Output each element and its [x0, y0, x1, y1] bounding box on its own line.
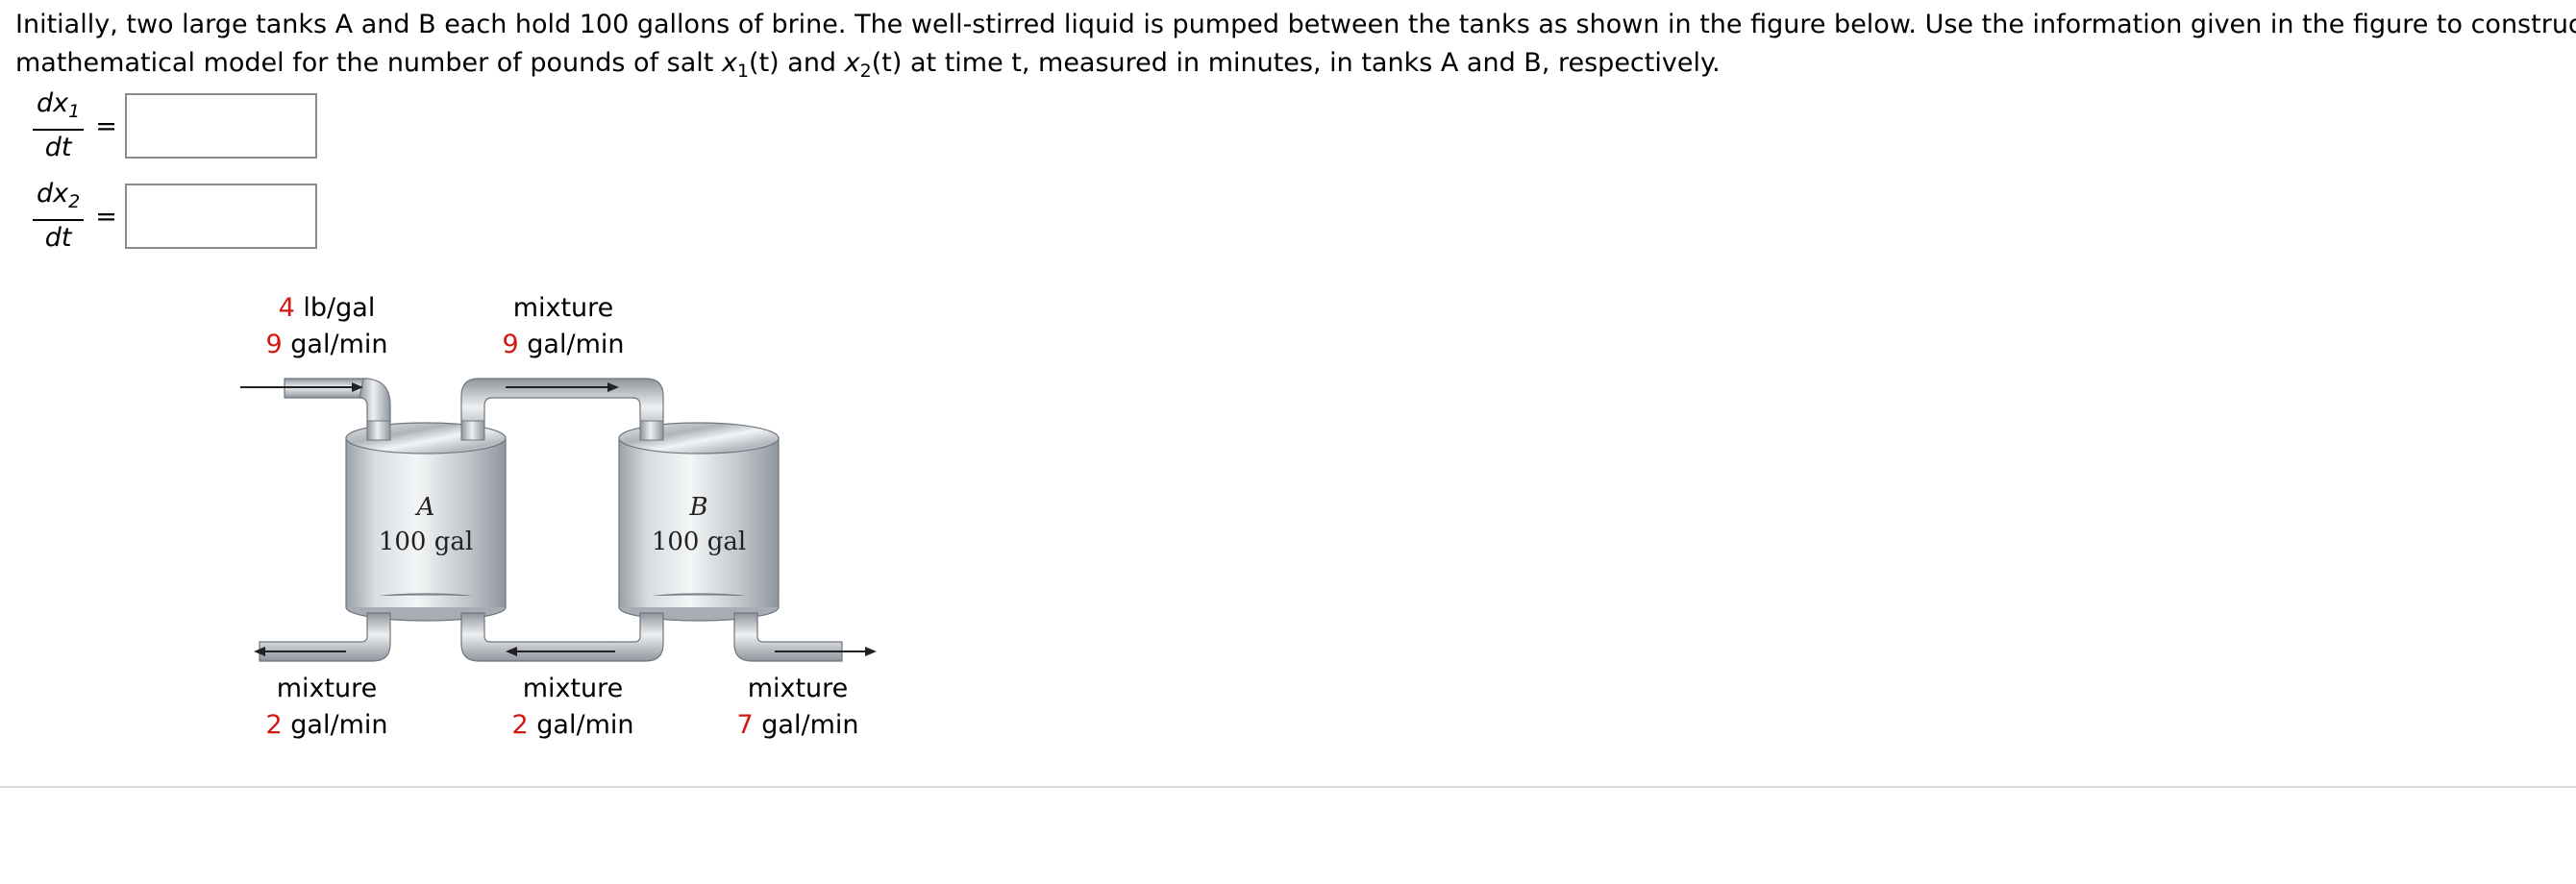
tank-b-name: B	[688, 493, 707, 522]
a-to-b-rate-value: 9	[502, 330, 519, 359]
problem-line-1: Initially, two large tanks A and B each …	[15, 10, 2576, 39]
equation-row-1: dx1 dt =	[33, 88, 317, 162]
x1-argument: (t)	[749, 48, 780, 78]
b-out-label: mixture 7 gal/min	[702, 671, 894, 744]
inlet-rate: 9 gal/min	[231, 327, 423, 363]
numerator-subscript: 1	[68, 101, 81, 122]
derivative-numerator: dx1	[33, 86, 85, 131]
tank-a-volume: 100 gal	[379, 528, 473, 556]
and-word: and	[779, 48, 845, 78]
inlet-concentration-value: 4	[278, 293, 295, 323]
x2-subscript: 2	[859, 61, 872, 82]
a-to-b-rate-unit: gal/min	[518, 330, 625, 359]
a-to-b-rate: 9 gal/min	[467, 327, 659, 363]
numerator-text: dx	[37, 179, 69, 209]
tank-diagram: A 100 gal B 100 gal	[240, 378, 877, 662]
equation-row-2: dx2 dt =	[33, 179, 317, 253]
b-to-a-mixture-text: mixture	[522, 674, 624, 703]
a-to-b-mixture-text: mixture	[512, 293, 614, 323]
numerator-subscript: 2	[68, 191, 81, 212]
a-to-b-label: mixture 9 gal/min	[467, 290, 659, 363]
a-out-label: mixture 2 gal/min	[231, 671, 423, 744]
a-out-rate-value: 2	[265, 710, 283, 740]
a-out-rate-unit: gal/min	[282, 710, 388, 740]
tank-a: A 100 gal	[345, 420, 507, 622]
x2-symbol: x	[844, 48, 860, 78]
dx2-dt-answer-input[interactable]	[124, 184, 317, 249]
tank-a-name: A	[415, 493, 435, 522]
dx1-dt-answer-input[interactable]	[124, 93, 317, 159]
derivative-denominator: dt	[44, 133, 72, 162]
inlet-label: 4 lb/gal 9 gal/min	[231, 290, 423, 363]
a-out-mixture-text: mixture	[276, 674, 378, 703]
b-out-mixture-text: mixture	[747, 674, 849, 703]
inlet-rate-unit: gal/min	[282, 330, 388, 359]
equals-sign: =	[95, 201, 117, 232]
x1-subscript: 1	[736, 61, 750, 82]
b-out-pipe	[733, 612, 877, 662]
problem-line-2: mathematical model for the number of pou…	[15, 44, 2553, 90]
b-out-rate-unit: gal/min	[753, 710, 859, 740]
derivative-numerator: dx2	[33, 177, 85, 221]
problem-line-2-end: at time t, measured in minutes, in tanks…	[902, 48, 1721, 78]
b-to-a-pipe	[460, 612, 664, 662]
b-out-rate: 7 gal/min	[702, 707, 894, 744]
derivative-dx1-dt: dx1 dt	[33, 86, 85, 165]
tank-b: B 100 gal	[618, 420, 780, 622]
derivative-denominator: dt	[44, 223, 72, 253]
problem-statement: Initially, two large tanks A and B each …	[15, 6, 2576, 90]
equals-sign: =	[95, 110, 117, 141]
b-to-a-rate-value: 2	[511, 710, 529, 740]
b-to-a-rate: 2 gal/min	[477, 707, 669, 744]
a-out-rate: 2 gal/min	[231, 707, 423, 744]
inlet-rate-value: 9	[265, 330, 283, 359]
page-divider	[0, 786, 2576, 788]
b-to-a-label: mixture 2 gal/min	[477, 671, 669, 744]
inlet-concentration: 4 lb/gal	[231, 290, 423, 327]
a-out-pipe	[254, 612, 391, 662]
x2-argument: (t)	[871, 48, 903, 78]
tank-figure: 4 lb/gal 9 gal/min mixture 9 gal/min mix…	[231, 279, 904, 759]
tank-b-volume: 100 gal	[652, 528, 746, 556]
problem-line-2-start: mathematical model for the number of pou…	[15, 48, 722, 78]
x1-symbol: x	[721, 48, 737, 78]
derivative-dx2-dt: dx2 dt	[33, 177, 85, 256]
b-out-rate-value: 7	[736, 710, 754, 740]
numerator-text: dx	[37, 88, 69, 118]
inlet-concentration-unit: lb/gal	[294, 293, 376, 323]
b-to-a-rate-unit: gal/min	[528, 710, 634, 740]
